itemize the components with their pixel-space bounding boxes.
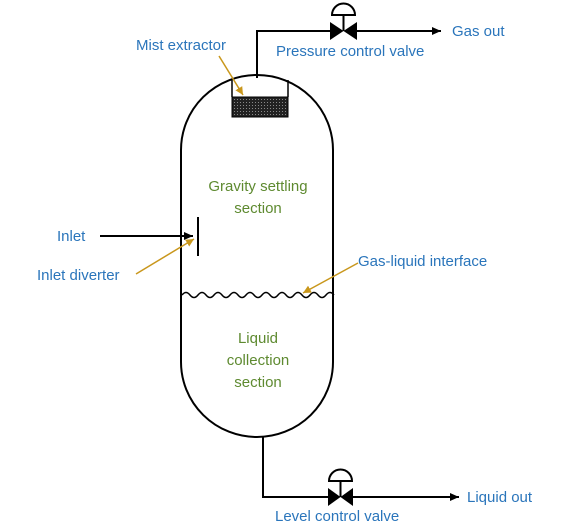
liquid-collection-section-label: Liquid collection section [178, 329, 338, 392]
gas-outlet-pipe [256, 30, 330, 78]
gas-liquid-interface-line [181, 291, 335, 299]
pressure-control-valve-label: Pressure control valve [276, 43, 425, 60]
inlet-diverter-label: Inlet diverter [37, 267, 120, 284]
interface-pointer [302, 262, 359, 294]
inlet-label: Inlet [57, 228, 86, 245]
mist-extractor-element [231, 96, 289, 118]
liquid-out-label: Liquid out [467, 489, 533, 506]
liquid-collection-line-3: section [234, 374, 282, 391]
gas-liquid-interface-label: Gas-liquid interface [358, 253, 488, 270]
liquid-outlet-pipe [262, 437, 328, 498]
gravity-settling-section-label: Gravity settling section [178, 177, 338, 218]
gravity-settling-line-2: section [234, 200, 282, 217]
mist-extractor-pointer [218, 55, 244, 96]
gravity-settling-line-1: Gravity settling [208, 178, 308, 195]
separator-vessel [180, 74, 334, 438]
level-control-valve-icon [327, 468, 354, 506]
liquid-collection-line-2: collection [226, 352, 290, 369]
liquid-collection-line-1: Liquid [237, 330, 279, 347]
inlet-diverter-pointer [135, 238, 195, 275]
gas-out-label: Gas out [452, 23, 505, 40]
level-control-valve-label: Level control valve [275, 508, 400, 525]
mist-extractor-label: Mist extractor [136, 37, 227, 54]
pressure-control-valve-icon [330, 2, 357, 40]
